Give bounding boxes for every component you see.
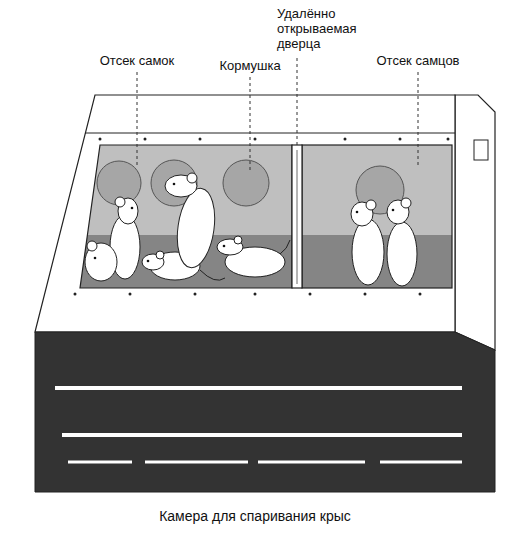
rat-ear — [156, 251, 164, 259]
rat-eye — [392, 209, 395, 212]
screws — [74, 138, 450, 296]
rat-ear — [115, 197, 125, 207]
screw — [447, 138, 450, 141]
rat-eyes — [356, 209, 395, 214]
rat-eye — [173, 183, 176, 186]
feeder — [223, 160, 269, 206]
part-label: Отсек самок — [100, 53, 175, 68]
rat-eye — [356, 211, 359, 214]
rat-body — [173, 186, 220, 270]
base-stripe — [55, 386, 462, 390]
rat-eye — [223, 245, 226, 248]
part-label: Отсек самцов — [376, 53, 459, 68]
base-vents — [68, 461, 462, 464]
screw — [144, 138, 147, 141]
screw — [364, 293, 367, 296]
side-panel — [455, 95, 495, 350]
screw — [399, 138, 402, 141]
rat-body — [352, 219, 384, 285]
rat-ear — [366, 200, 376, 210]
compartment-outline — [80, 145, 292, 288]
compartment-outline — [302, 145, 452, 288]
door-groove — [297, 150, 298, 284]
part-label: Кормушка — [219, 58, 280, 73]
rat-ear — [401, 198, 411, 208]
leader-line — [418, 72, 419, 168]
leader-line — [250, 77, 251, 170]
rat-eye — [147, 260, 150, 263]
screw — [419, 293, 422, 296]
vent-slot — [258, 461, 365, 464]
vent-slot — [68, 461, 132, 464]
screw — [199, 138, 202, 141]
base — [35, 332, 495, 492]
rat-ear — [234, 236, 242, 244]
rat-eye — [131, 207, 134, 210]
screw — [254, 293, 257, 296]
leader-line — [137, 72, 138, 165]
rat-ear — [187, 173, 197, 183]
screw — [254, 138, 257, 141]
rats-male — [351, 198, 417, 286]
housing-front — [35, 95, 455, 332]
screw — [309, 293, 312, 296]
leader-lines — [137, 58, 418, 170]
side-latch — [474, 140, 488, 160]
vent-slot — [145, 461, 248, 464]
rat-body — [387, 222, 417, 286]
screw — [344, 138, 347, 141]
part-label: Удалённо открываемая дверца — [277, 6, 363, 51]
frame-line — [85, 133, 455, 134]
rat-eyes — [94, 183, 226, 263]
rat-ear — [87, 241, 97, 251]
screw — [194, 293, 197, 296]
rat-eye — [94, 257, 97, 260]
screw — [129, 293, 132, 296]
screw — [74, 293, 77, 296]
leader-line — [297, 58, 298, 148]
compartment-wall — [302, 145, 452, 235]
base-stripe — [62, 433, 462, 437]
door — [292, 145, 302, 288]
vent-slot — [380, 461, 462, 464]
rats-female — [85, 173, 290, 281]
rat-tail — [200, 270, 225, 280]
caption: Камера для спаривания крыс — [159, 508, 351, 525]
screw — [99, 138, 102, 141]
